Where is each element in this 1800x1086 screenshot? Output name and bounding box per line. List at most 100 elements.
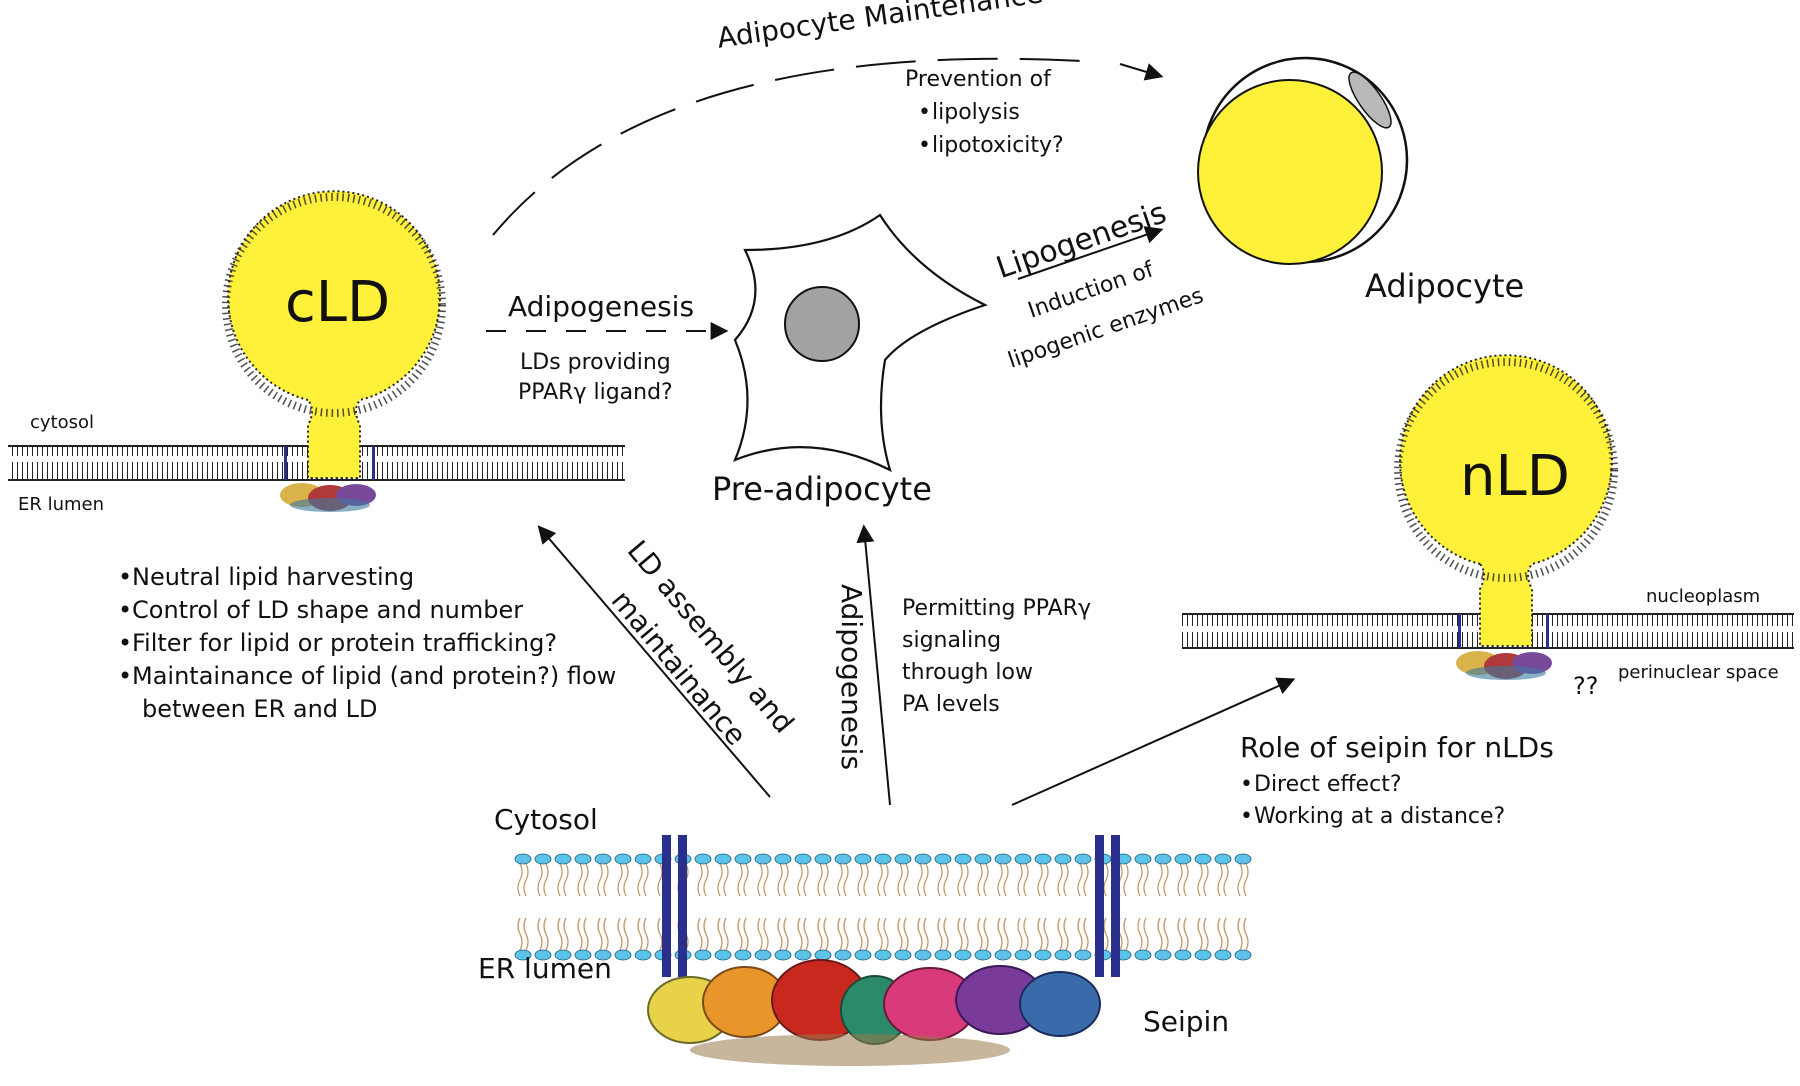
lipid-tail: [837, 917, 849, 951]
maintenance-arc: [492, 57, 1101, 236]
lipid-headgroup: [554, 949, 572, 961]
er-lumen-small-label: ER lumen: [18, 494, 105, 515]
lipid-tail: [537, 917, 549, 951]
lipid-tail: [1037, 917, 1049, 951]
pre-adipocyte-cell: [732, 213, 988, 473]
lipid-headgroup: [1054, 853, 1072, 865]
cld-lipid-droplet: [222, 190, 446, 479]
lipid-headgroup: [974, 949, 992, 961]
lipid-tail: [697, 863, 709, 897]
lipid-tail: [1177, 917, 1189, 951]
cytosol-small-label: cytosol: [30, 412, 95, 433]
nucleoplasm-label: nucleoplasm: [1646, 586, 1761, 607]
lipid-headgroup: [1234, 853, 1252, 865]
lipid-headgroup: [814, 949, 832, 961]
lipid-headgroup: [614, 853, 632, 865]
lipid-tail: [697, 917, 709, 951]
lipid-tail: [1057, 917, 1069, 951]
cld-function-item: •Filter for lipid or protein trafficking…: [118, 629, 558, 657]
lipid-tail: [1037, 863, 1049, 897]
nld-seipin-complex: [1456, 651, 1552, 680]
lipid-tail: [517, 863, 529, 897]
lipolysis-item: •lipolysis: [918, 100, 1020, 125]
lipid-headgroup: [914, 853, 932, 865]
lipid-headgroup: [774, 949, 792, 961]
lipid-headgroup: [914, 949, 932, 961]
lipid-headgroup: [1214, 949, 1232, 961]
lipid-tail: [737, 917, 749, 951]
lipid-headgroup: [534, 949, 552, 961]
lipid-headgroup: [1074, 949, 1092, 961]
nld-role-arrow: [1011, 677, 1296, 806]
lipid-tail: [1217, 917, 1229, 951]
lipid-tail: [1057, 863, 1069, 897]
lipid-headgroup: [1034, 853, 1052, 865]
lipid-tail: [817, 917, 829, 951]
maintenance-arrow: [1119, 63, 1164, 81]
lipid-headgroup: [794, 853, 812, 865]
lipid-headgroup: [1054, 949, 1072, 961]
question-marks-label: ??: [1573, 672, 1599, 700]
lipid-headgroup: [854, 853, 872, 865]
lipid-headgroup: [714, 853, 732, 865]
cld-seipin-complex: [280, 483, 376, 512]
lipogenesis-arrow: [1017, 226, 1164, 280]
lipid-tail: [937, 917, 949, 951]
lipid-tail: [977, 917, 989, 951]
nld-label: nLD: [1460, 444, 1570, 509]
ld-assembly-arrow: [537, 525, 771, 798]
lipid-headgroup: [534, 853, 552, 865]
lipid-tail: [1177, 863, 1189, 897]
adipogenesis-vertical-label: Adipogenesis: [835, 584, 868, 771]
lipid-headgroup: [1034, 949, 1052, 961]
perinuclear-space-label: perinuclear space: [1618, 662, 1779, 683]
lipid-tail: [1197, 917, 1209, 951]
lipid-tail: [1137, 917, 1149, 951]
pre-adipocyte-label: Pre-adipocyte: [712, 470, 932, 508]
lipid-tail: [817, 863, 829, 897]
lipid-tail: [957, 863, 969, 897]
lipid-headgroup: [934, 853, 952, 865]
lipid-headgroup: [1234, 949, 1252, 961]
lipid-tail: [977, 863, 989, 897]
lipid-tail: [897, 863, 909, 897]
lipid-headgroup: [514, 949, 532, 961]
lipid-headgroup: [574, 853, 592, 865]
lipid-headgroup: [734, 853, 752, 865]
role-of-seipin-title: Role of seipin for nLDs: [1240, 731, 1554, 764]
lipid-tail: [1217, 863, 1229, 897]
lipid-headgroup: [1174, 949, 1192, 961]
cld-function-item: •Neutral lipid harvesting: [118, 563, 415, 591]
lipid-tail: [857, 863, 869, 897]
lipid-headgroup: [894, 853, 912, 865]
lipid-headgroup: [974, 853, 992, 865]
adipocyte-label: Adipocyte: [1365, 267, 1525, 305]
lipid-headgroup: [994, 949, 1012, 961]
lipid-headgroup: [714, 949, 732, 961]
lipid-headgroup: [834, 853, 852, 865]
lipid-tail: [1157, 863, 1169, 897]
lipid-headgroup: [1214, 853, 1232, 865]
lipid-headgroup: [954, 949, 972, 961]
lipid-headgroup: [1074, 853, 1092, 865]
lipid-tail: [637, 863, 649, 897]
lipid-headgroup: [634, 949, 652, 961]
cld-function-item: between ER and LD: [142, 695, 378, 723]
cld-seipin-tm-right: [372, 446, 375, 480]
lipid-tail: [757, 917, 769, 951]
lipid-tail: [577, 863, 589, 897]
lipid-headgroup: [614, 949, 632, 961]
lipid-headgroup: [934, 949, 952, 961]
er-bilayer: [514, 853, 1252, 961]
lds-providing-label: LDs providing: [520, 350, 671, 375]
lipid-tail: [617, 917, 629, 951]
lipid-tail: [577, 917, 589, 951]
lipid-tail: [877, 917, 889, 951]
lipid-headgroup: [1134, 853, 1152, 865]
lipid-headgroup: [754, 949, 772, 961]
ppar-ligand-label: PPARγ ligand?: [518, 380, 673, 405]
lipid-tail: [1237, 917, 1249, 951]
lipid-tail: [617, 863, 629, 897]
lipid-headgroup: [774, 853, 792, 865]
